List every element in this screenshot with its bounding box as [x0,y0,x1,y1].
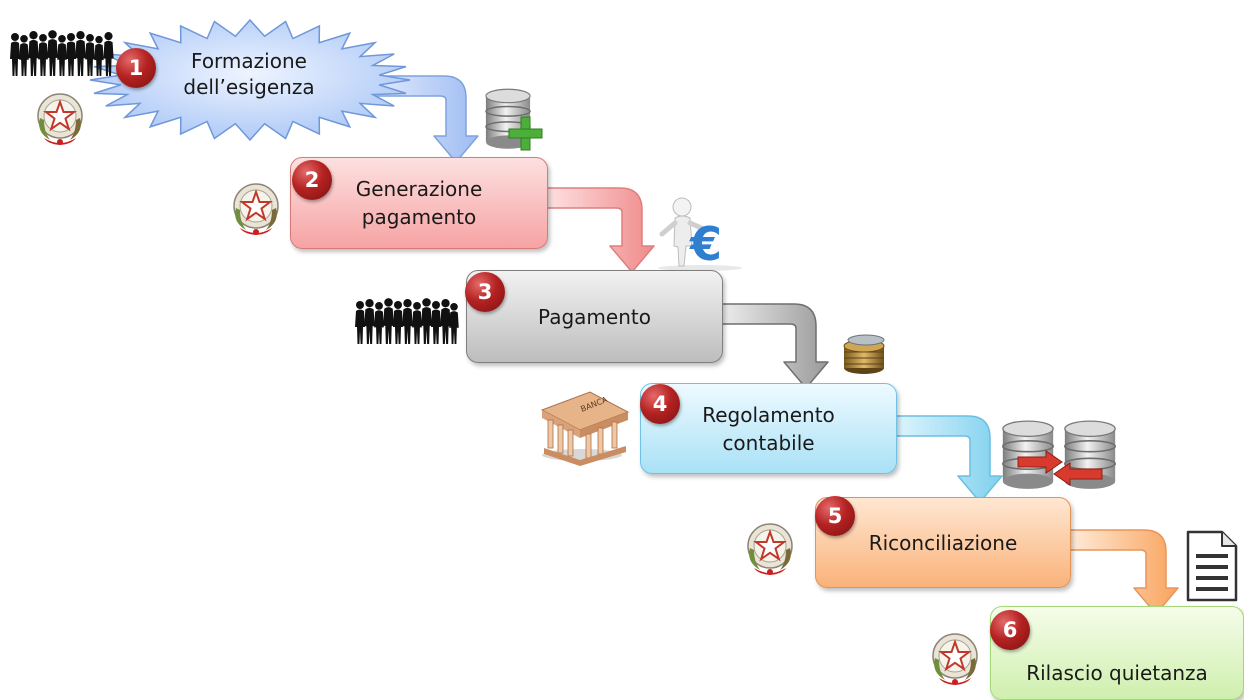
step-1-badge: 1 [116,48,156,88]
step-2-label: Generazione pagamento [355,177,483,229]
step-4-badge: 4 [640,384,680,424]
flow-arrow-4-to-5 [885,415,1003,503]
flow-arrow-5-to-6 [1061,529,1179,615]
step-3-badge: 3 [465,272,505,312]
flow-arrow-1-to-2 [359,75,479,163]
italian-republic-emblem-icon [747,523,793,576]
step-5-label: Riconciliazione [868,530,1018,555]
step-6-label: Rilascio quietanza [1026,661,1208,685]
step-6-box: Rilascio quietanza [990,606,1244,700]
coins-icon [843,334,885,374]
step-2-badge: 2 [292,160,332,200]
step-4-label: Regolamento contabile [702,402,835,455]
step-5-box: Riconciliazione [815,497,1071,588]
step-3-box: Pagamento [466,270,723,363]
flow-arrow-3-to-4 [711,303,829,389]
crowd-icon [10,30,114,76]
italian-republic-emblem-icon [932,633,978,686]
italian-republic-emblem-icon [37,93,83,146]
step-1-burst [89,18,411,142]
database-add-icon [485,88,543,151]
step-5-badge: 5 [815,496,855,536]
euro-figure-icon: € [658,197,742,271]
italian-republic-emblem-icon [233,183,279,236]
step-1-starburst-shape [89,18,411,142]
step-1-label: Formazione dell’esigenza [183,49,315,99]
svg-text:€: € [689,217,722,271]
step-2-box: Generazione pagamento [290,157,548,249]
step-3-label: Pagamento [538,304,651,329]
bank-icon: BANCA [540,391,630,466]
step-4-box: Regolamento contabile [640,383,897,474]
database-sync-icon [1002,420,1116,490]
flow-arrows [359,75,1179,615]
crowd-icon [355,298,459,344]
step-6-badge: 6 [990,610,1030,650]
flow-arrow-2-to-3 [537,187,655,273]
document-icon [1186,530,1238,602]
